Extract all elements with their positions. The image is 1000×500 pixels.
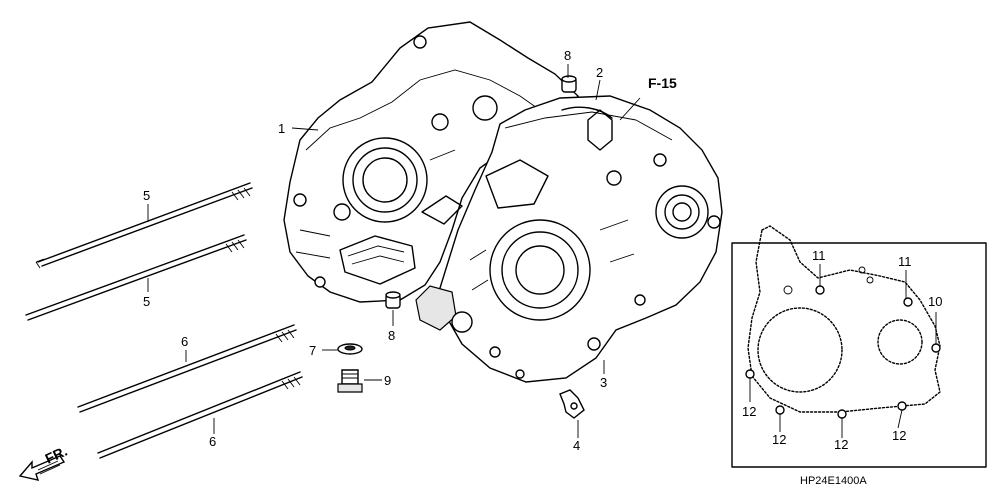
callout-12-d: 12	[892, 428, 906, 443]
callout-6-upper: 6	[181, 334, 188, 349]
callout-5-lower: 5	[143, 294, 150, 309]
callout-8-upper: 8	[564, 48, 571, 63]
callout-3: 3	[600, 375, 607, 390]
left-crankcase-half	[283, 21, 579, 303]
callout-8-lower: 8	[388, 328, 395, 343]
diagram-code: HP24E1400A	[800, 475, 867, 487]
right-crankcase-half	[415, 95, 723, 383]
callout-11-left: 11	[812, 248, 826, 263]
front-arrow-label: FR.	[43, 443, 70, 467]
callout-10: 10	[928, 294, 942, 309]
callout-7: 7	[309, 343, 316, 358]
callout-1: 1	[278, 121, 285, 136]
stud-bolt-6-upper	[77, 324, 297, 413]
dowel-pin-upper	[561, 75, 577, 93]
cable-clamp	[559, 389, 585, 419]
callout-5-upper: 5	[143, 188, 150, 203]
callout-12-c: 12	[834, 437, 848, 452]
callout-2: 2	[596, 65, 603, 80]
dowel-pin-lower	[385, 291, 401, 309]
reference-label: F-15	[648, 75, 677, 91]
callout-11-right: 11	[898, 254, 912, 269]
callout-6-lower: 6	[209, 434, 216, 449]
stud-bolt-6-lower	[97, 371, 303, 459]
callout-9: 9	[384, 373, 391, 388]
callout-12-a: 12	[742, 404, 756, 419]
stud-bolt-5-upper	[35, 182, 253, 269]
stud-bolt-5-lower	[25, 234, 247, 321]
front-direction-arrow: FR.	[18, 443, 70, 481]
callout-12-b: 12	[772, 432, 786, 447]
crankcase-gasket-panel	[731, 225, 987, 468]
drain-bolt	[337, 369, 363, 393]
callout-4: 4	[573, 438, 580, 453]
sealing-washer	[337, 343, 363, 355]
leader-lines	[147, 64, 937, 438]
